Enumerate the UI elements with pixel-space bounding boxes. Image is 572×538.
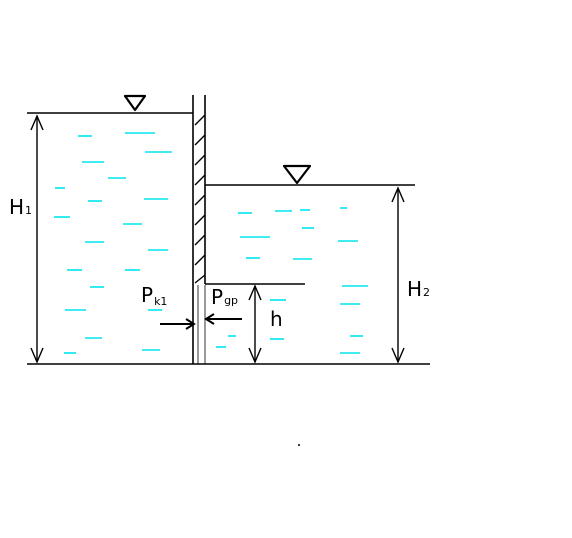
label-P-right: Pgp: [211, 285, 238, 309]
label-h: h: [270, 307, 283, 331]
dimension-H1: [30, 114, 44, 364]
force-arrow-left: [160, 318, 196, 330]
dimension-H2: [391, 186, 405, 364]
water-dashes-right: [216, 207, 368, 354]
force-arrow-right: [204, 313, 242, 325]
label-H2: H2: [407, 277, 430, 301]
left-water-level-marker-icon: [123, 94, 147, 112]
right-water-level-marker-icon: [282, 164, 312, 185]
dimension-h: [248, 284, 262, 364]
stray-dot: [298, 444, 300, 446]
water-dashes-left: [54, 132, 172, 354]
label-P-left: Pk1: [141, 283, 167, 308]
wall-hatching: [194, 114, 206, 284]
label-H1: H1: [9, 195, 32, 219]
